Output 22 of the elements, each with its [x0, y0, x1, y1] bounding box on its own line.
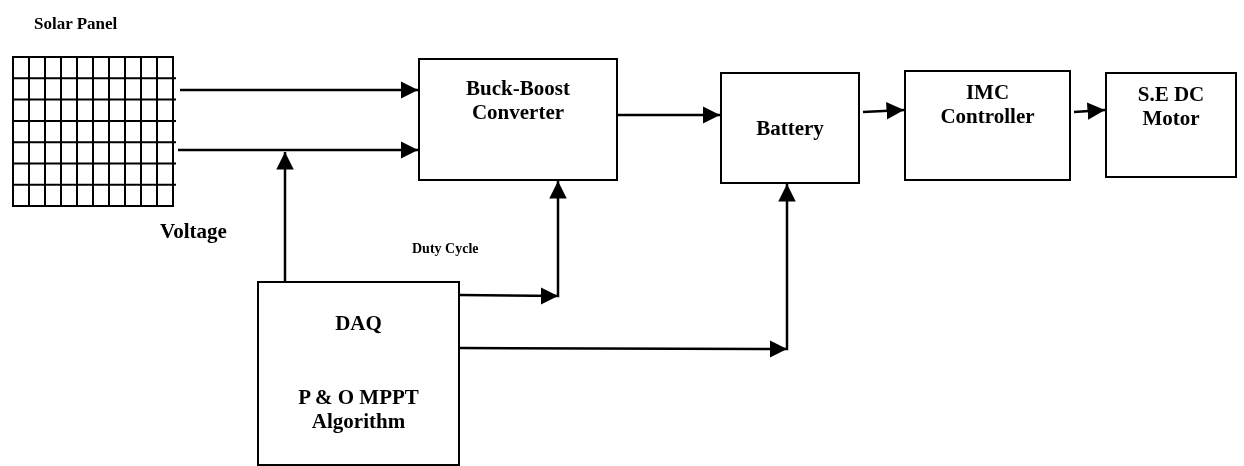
- arrow: [460, 181, 567, 305]
- box-label: P & O MPPT Algorithm: [297, 385, 420, 434]
- arrow: [1073, 102, 1106, 120]
- box-label: IMC Controller: [939, 80, 1036, 129]
- arrow: [862, 102, 905, 120]
- process-box: [418, 58, 618, 181]
- box-label: S.E DC Motor: [1136, 82, 1206, 131]
- box-label: Battery: [756, 115, 824, 141]
- solar-panel: [12, 14, 178, 208]
- arrow: [460, 184, 796, 358]
- box-label: DAQ: [335, 311, 382, 336]
- process-box: [257, 281, 460, 466]
- arrow: [276, 152, 294, 281]
- process-box: [904, 70, 1071, 181]
- process-box: [1105, 72, 1237, 178]
- arrow: [180, 81, 418, 99]
- box-label: Buck-Boost Converter: [465, 76, 571, 125]
- edge-label: Duty Cycle: [412, 241, 479, 257]
- arrow: [618, 106, 720, 124]
- panel-heading: Solar Panel: [34, 14, 118, 35]
- process-box: [720, 72, 860, 184]
- arrow: [178, 141, 418, 159]
